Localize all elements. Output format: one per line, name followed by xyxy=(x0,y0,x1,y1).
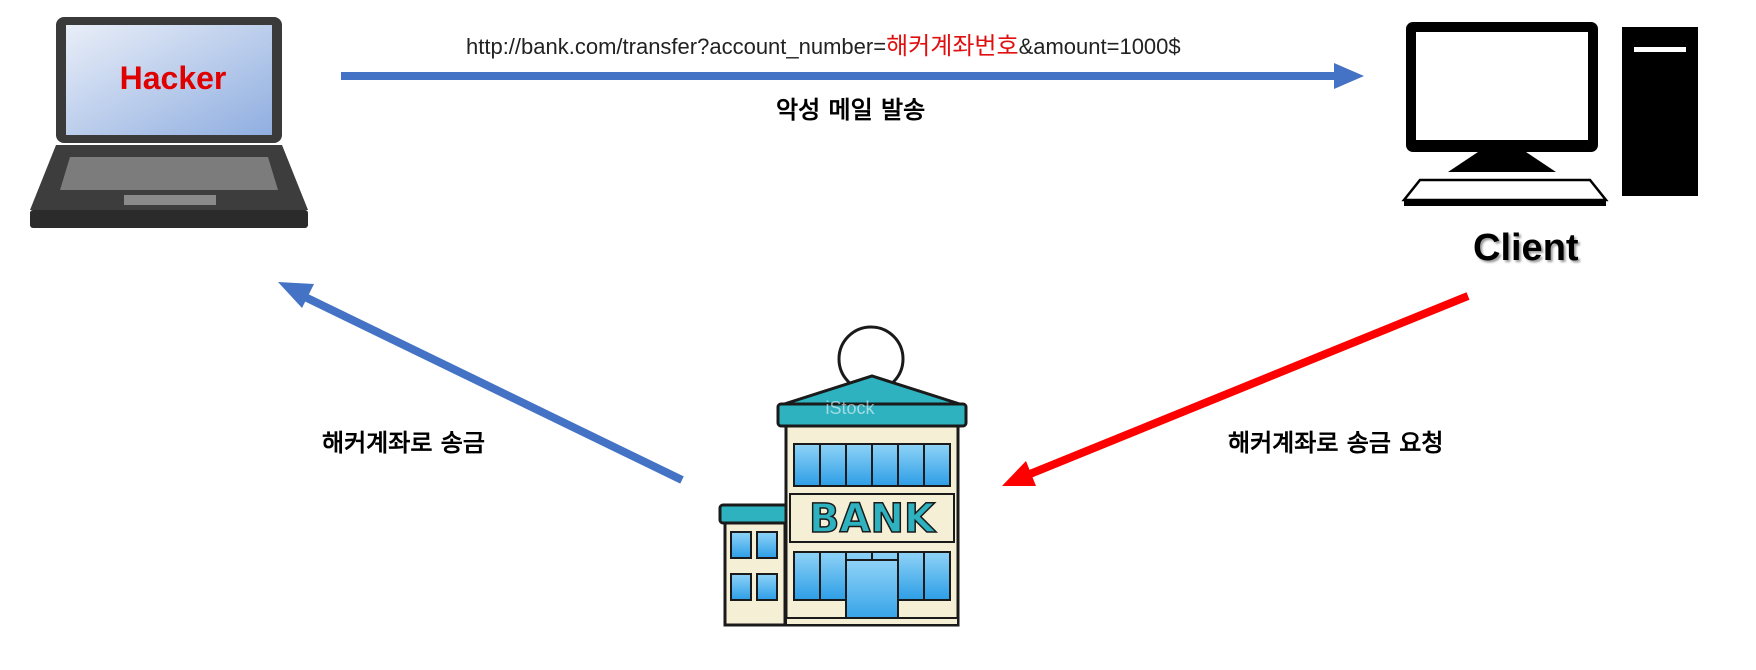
desktop-computer-icon xyxy=(1401,22,1698,206)
arrow-malicious-mail xyxy=(341,63,1364,89)
laptop-icon xyxy=(30,17,308,228)
transfer-request-label: 해커계좌로 송금 요청 xyxy=(1228,429,1444,457)
bank-building-icon: BANK iStock xyxy=(718,325,968,627)
malicious-url: http://bank.com/transfer?account_number=… xyxy=(466,26,1181,61)
url-account-number: 해커계좌번호 xyxy=(886,32,1019,60)
url-prefix: http://bank.com/transfer?account_number= xyxy=(466,34,887,59)
malicious-mail-label: 악성 메일 발송 xyxy=(776,96,926,124)
client-label: Client xyxy=(1473,227,1579,269)
arrow-transfer-request xyxy=(1002,292,1470,486)
bank-watermark: iStock xyxy=(825,398,875,418)
url-suffix: &amount=1000$ xyxy=(1018,34,1181,59)
hacker-label: Hacker xyxy=(119,60,227,96)
laptop-screen xyxy=(66,25,272,135)
arrow-send-to-hacker xyxy=(278,282,684,484)
send-to-hacker-label: 해커계좌로 송금 xyxy=(322,429,485,457)
bank-sign: BANK xyxy=(809,496,937,542)
